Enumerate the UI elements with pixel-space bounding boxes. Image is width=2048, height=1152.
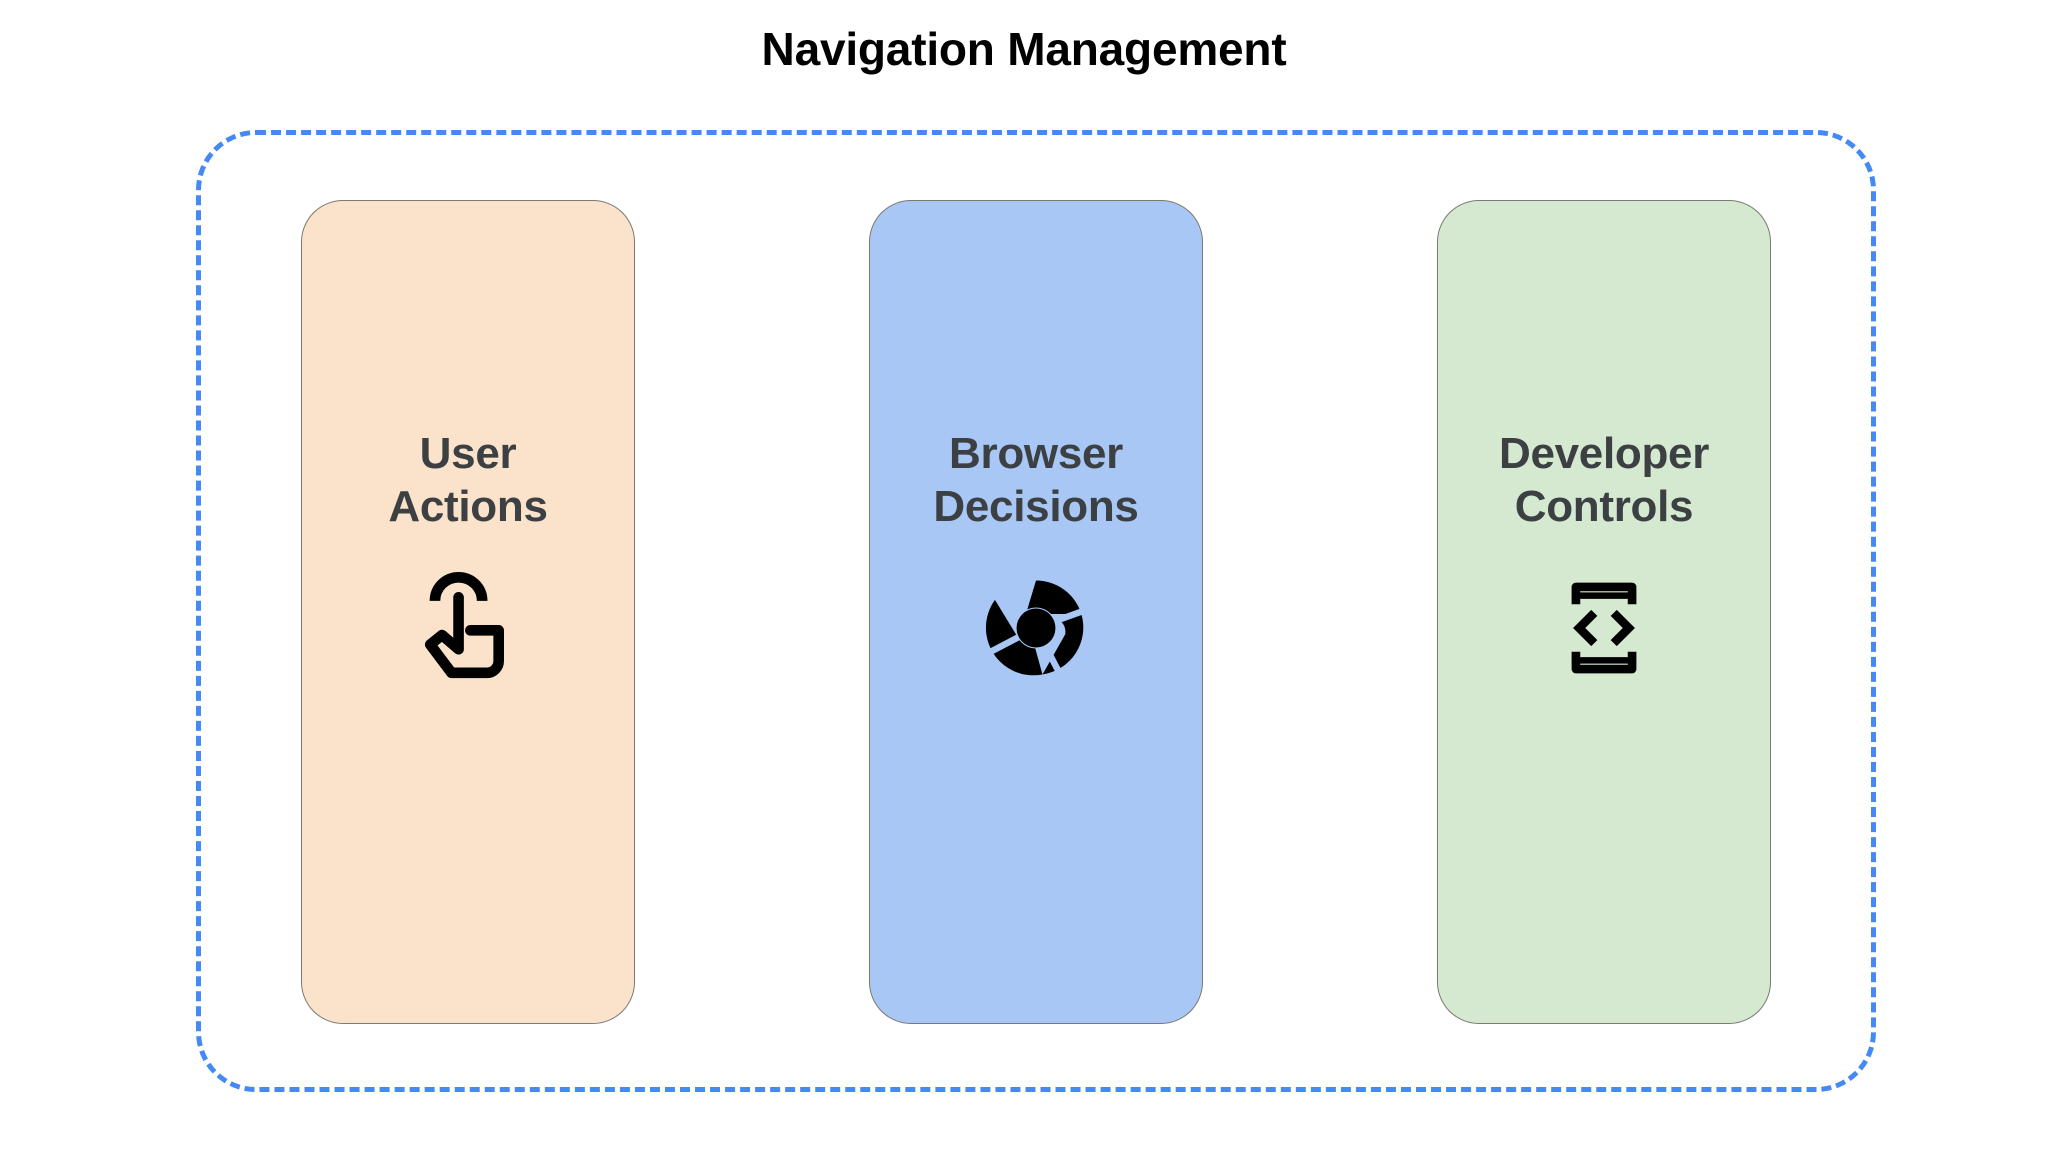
cards-row: User Actions Browser Decisions [196, 130, 1876, 1092]
navigation-management-group [196, 130, 1876, 1092]
card-browser-decisions[interactable]: Browser Decisions [869, 200, 1203, 1024]
card-developer-controls-label: Developer Controls [1498, 429, 1710, 532]
card-user-actions[interactable]: User Actions [301, 200, 635, 1024]
page-title: Navigation Management [761, 23, 1287, 75]
card-developer-controls[interactable]: Developer Controls [1437, 200, 1771, 1024]
developer-mode-icon [1545, 569, 1663, 687]
chrome-logo-icon [977, 569, 1095, 687]
card-user-actions-label: User Actions [388, 429, 548, 532]
card-browser-decisions-label: Browser Decisions [933, 429, 1139, 532]
touch-app-icon [409, 569, 527, 687]
